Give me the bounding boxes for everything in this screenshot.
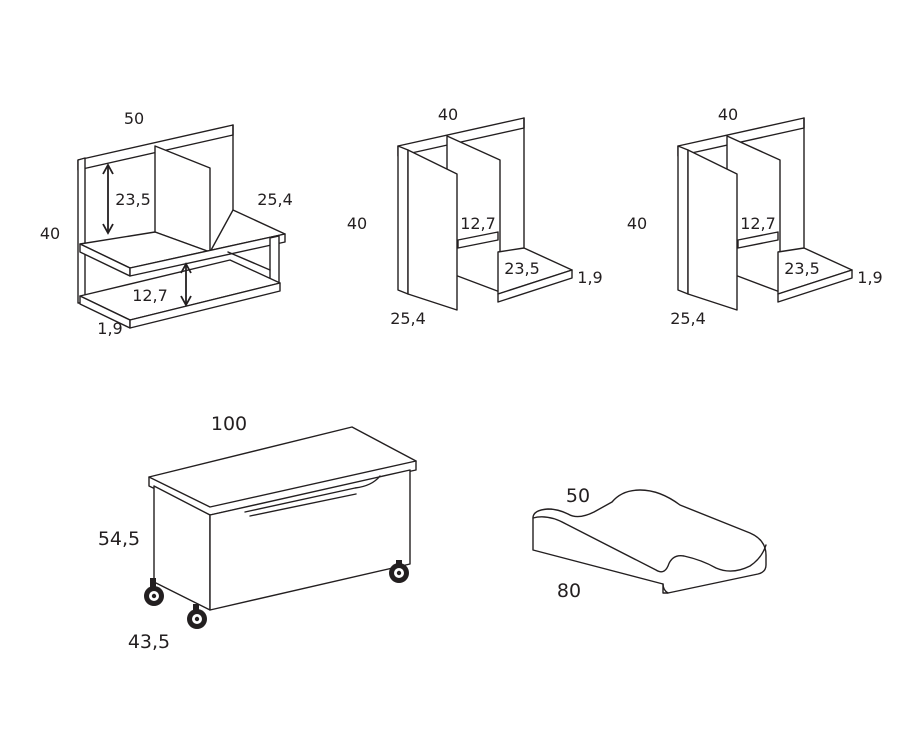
cube-unit-1: 40 40 25,4 12,7 23,5 1,9 bbox=[347, 105, 603, 328]
chest-handle bbox=[244, 475, 381, 513]
upper-gap-arrow bbox=[102, 163, 114, 235]
cube1-door-face bbox=[407, 149, 458, 311]
cube1-width-label: 40 bbox=[438, 105, 458, 124]
cube1-base-depth-label: 23,5 bbox=[504, 259, 540, 278]
cube2-door-edge bbox=[677, 145, 689, 295]
mat-edge bbox=[662, 583, 669, 594]
cube1-thickness-label: 1,9 bbox=[577, 268, 602, 287]
shelf-unit: 50 40 25,4 23,5 12,7 1,9 bbox=[40, 109, 293, 338]
chest-depth-label: 43,5 bbox=[128, 631, 170, 653]
changing-mat: 50 80 bbox=[532, 485, 767, 602]
cube2-base-depth-label: 23,5 bbox=[784, 259, 820, 278]
shelf-height-label: 40 bbox=[40, 224, 60, 243]
chest-width-label: 100 bbox=[211, 413, 247, 435]
mat-body bbox=[532, 489, 767, 594]
chest-lid bbox=[148, 426, 417, 516]
cube2-door-face bbox=[687, 149, 738, 311]
chest-wheel-front bbox=[187, 604, 207, 629]
cube2-base-edge bbox=[777, 269, 853, 303]
cube2-depth-label: 25,4 bbox=[670, 309, 706, 328]
mat-length-label: 80 bbox=[557, 580, 581, 602]
shelf-bottom-edge bbox=[129, 282, 281, 329]
cube2-inner-shelf bbox=[737, 231, 779, 249]
shelf-thickness-label: 1,9 bbox=[97, 319, 122, 338]
shelf-left-side bbox=[77, 157, 86, 304]
chest-height-label: 54,5 bbox=[98, 528, 140, 550]
cube1-base-edge bbox=[497, 269, 573, 303]
chest-front bbox=[209, 469, 411, 611]
mat-width-label: 50 bbox=[566, 485, 590, 507]
shelf-middle-edge bbox=[129, 233, 286, 277]
cube2-thickness-label: 1,9 bbox=[857, 268, 882, 287]
cube1-inner-height-label: 12,7 bbox=[460, 214, 496, 233]
shelf-width-label: 50 bbox=[124, 109, 144, 128]
mat-inner-contour bbox=[532, 516, 767, 573]
cube2-width-label: 40 bbox=[718, 105, 738, 124]
chest-wheel-right bbox=[389, 560, 409, 583]
cube1-inner-shelf bbox=[457, 231, 499, 249]
toy-chest: 100 54,5 43,5 bbox=[98, 413, 417, 653]
cube2-height-label: 40 bbox=[627, 214, 647, 233]
cube1-door-edge bbox=[397, 145, 409, 295]
chest-lid-edge bbox=[148, 460, 417, 508]
chest-wheel-left bbox=[144, 578, 164, 606]
shelf-inner-line bbox=[227, 251, 271, 271]
shelf-depth-label: 25,4 bbox=[257, 190, 293, 209]
cube1-depth-label: 25,4 bbox=[390, 309, 426, 328]
cube2-inner-height-label: 12,7 bbox=[740, 214, 776, 233]
shelf-lower-gap-label: 12,7 bbox=[132, 286, 168, 305]
chest-handle-inner bbox=[249, 493, 357, 517]
lower-gap-arrow bbox=[180, 262, 192, 307]
cube1-height-label: 40 bbox=[347, 214, 367, 233]
shelf-upper-gap-label: 23,5 bbox=[115, 190, 151, 209]
cube-unit-2: 40 40 25,4 12,7 23,5 1,9 bbox=[627, 105, 883, 328]
